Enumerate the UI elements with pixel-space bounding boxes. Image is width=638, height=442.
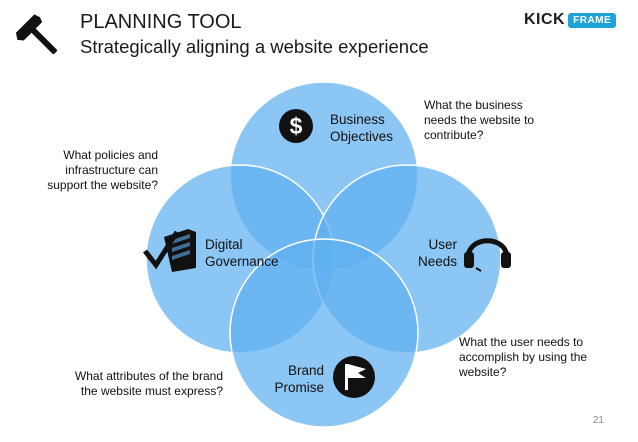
business-label-line2: Objectives [330,129,394,144]
user-note-line2: accomplish by using the [459,350,588,364]
business-note-line1: What the business [424,98,523,112]
governance-label-line1: Digital [205,237,243,252]
page-title: PLANNING TOOL [80,11,242,33]
governance-note-line1: What policies and [63,148,158,162]
server-check-icon [143,229,196,272]
flag-icon [333,356,375,398]
brand-label-line1: Brand [287,363,324,378]
user-needs-label: User Needs [402,236,457,270]
kickframe-logo: KICK FRAME [524,10,620,30]
logo-text-frame: FRAME [568,12,617,28]
business-label-line1: Business [330,112,385,127]
brand-promise-label: Brand Promise [262,362,324,396]
governance-note-line2: infrastructure can [65,163,158,177]
logo-text-kick: KICK [524,11,566,28]
page-subtitle: Strategically aligning a website experie… [80,36,429,57]
brand-label-line2: Promise [274,380,324,395]
business-note-line3: contribute? [424,128,484,142]
business-note: What the business needs the website to c… [424,98,534,143]
governance-note: What policies and infrastructure can sup… [20,148,158,193]
headset-icon [464,238,511,272]
user-note-line3: website? [459,365,507,379]
user-note: What the user needs to accomplish by usi… [459,335,587,380]
brand-note-line2: the website must express? [80,384,223,398]
brand-note-line1: What attributes of the brand [74,369,223,383]
hammer-icon [15,14,58,55]
user-note-line1: What the user needs to [459,335,584,349]
page-number: 21 [592,415,604,426]
governance-label-line2: Governance [205,254,279,269]
digital-governance-label: Digital Governance [205,236,279,270]
business-objectives-label: Business Objectives [330,111,393,145]
governance-note-line3: support the website? [47,178,158,192]
brand-note: What attributes of the brand the website… [40,369,223,399]
svg-text:$: $ [290,113,303,139]
business-note-line2: needs the website to [424,113,535,127]
user-label-line2: Needs [417,254,457,269]
dollar-icon: $ [279,109,313,143]
user-label-line1: User [428,237,457,252]
